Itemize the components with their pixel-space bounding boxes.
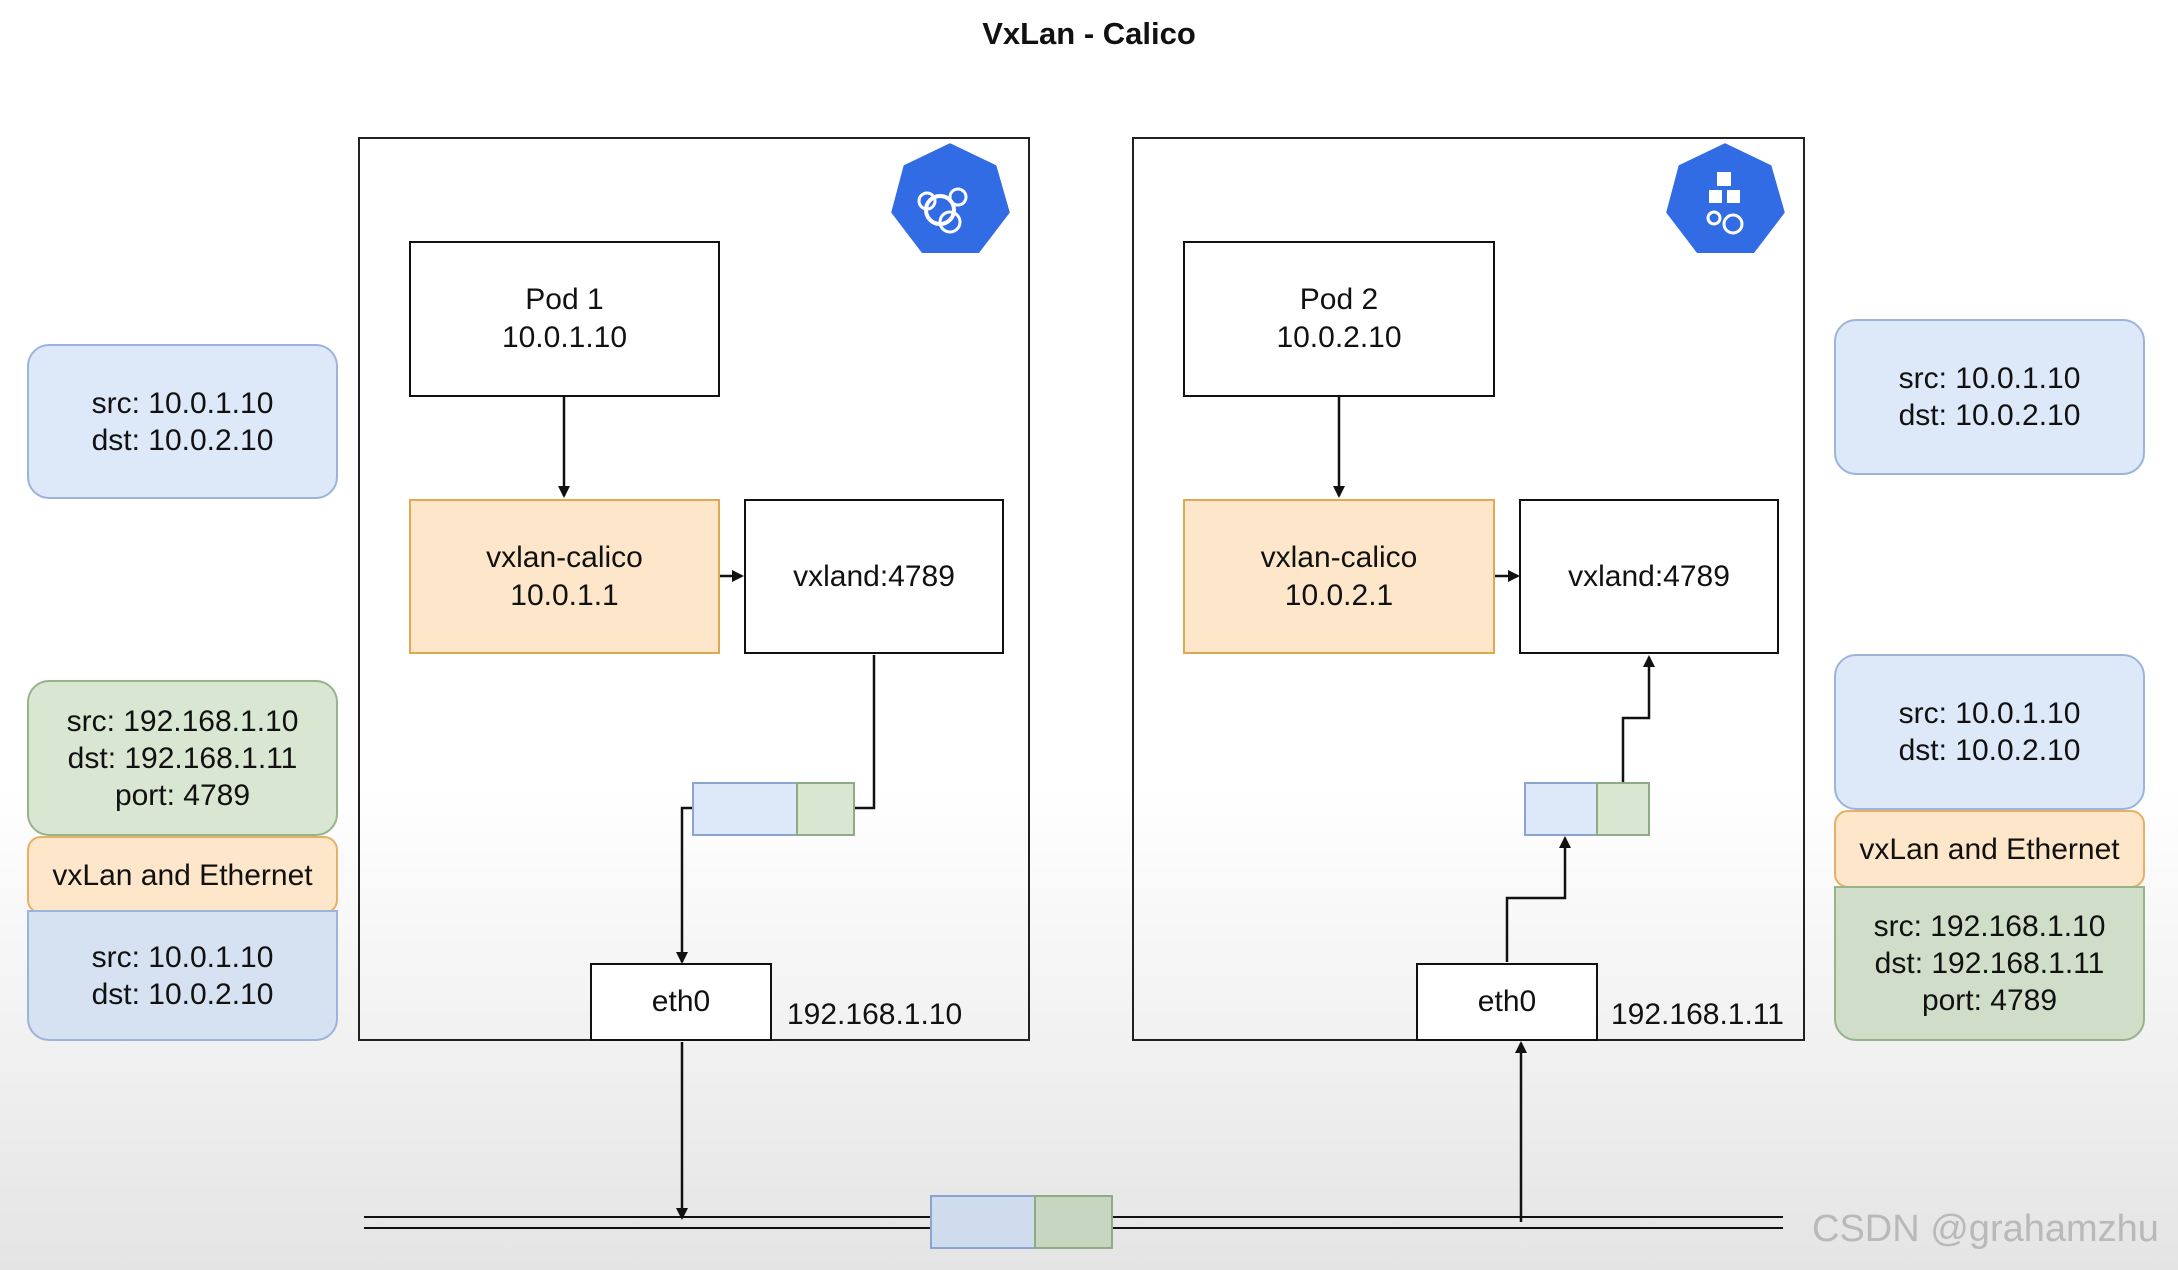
right-outer-port: port: 4789 [1921, 984, 2058, 1017]
pod1-name: Pod 1 [525, 283, 604, 316]
node-vxlan-calico-name: vxlan-calico [1260, 540, 1418, 574]
left-outer-port: port: 4789 [114, 778, 251, 812]
k8s-master-icon [886, 138, 1015, 257]
node-badge-label: node [1699, 252, 1751, 278]
node-eth0-box: eth0 [1416, 963, 1598, 1041]
right-inner2-dst: dst: 10.0.2.10 [1898, 734, 2081, 767]
pod2-box: Pod 2 10.0.2.10 [1183, 241, 1495, 397]
arrow-packet-to-vxland-node [1621, 655, 1655, 782]
right-outer-packet: src: 192.168.1.10 dst: 192.168.1.11 port… [1834, 886, 2145, 1041]
master-packet-blue [692, 782, 798, 836]
node-packet-blue [1524, 782, 1598, 836]
left-inner2-dst: dst: 10.0.2.10 [91, 977, 274, 1011]
right-inner2-src: src: 10.0.1.10 [1898, 697, 2081, 730]
node-vxlan-calico-box: vxlan-calico 10.0.2.1 [1183, 499, 1495, 654]
right-inner-src: src: 10.0.1.10 [1898, 362, 2081, 395]
master-host-ip: 192.168.1.10 [787, 998, 963, 1031]
left-inner-packet: src: 10.0.1.10 dst: 10.0.2.10 [27, 344, 338, 499]
wire-packet-blue [930, 1195, 1036, 1249]
left-vxlan-label: vxLan and Ethernet [27, 836, 338, 914]
master-eth0-label: eth0 [651, 985, 711, 1018]
wire-packet-green [1034, 1195, 1113, 1249]
watermark: CSDN @grahamzhu [1812, 1208, 2159, 1250]
left-inner2-src: src: 10.0.1.10 [91, 940, 274, 974]
node-vxland-label: vxland:4789 [1568, 559, 1730, 593]
k8s-node-icon [1661, 138, 1790, 257]
left-inner-src: src: 10.0.1.10 [91, 386, 274, 420]
left-outer-packet: src: 192.168.1.10 dst: 192.168.1.11 port… [27, 680, 338, 836]
pod2-ip: 10.0.2.10 [1276, 321, 1402, 354]
arrow-eth0-to-packet-node [1505, 836, 1571, 962]
master-vxlan-calico-ip: 10.0.1.1 [510, 578, 619, 612]
pod1-box: Pod 1 10.0.1.10 [409, 241, 720, 397]
right-inner-dst: dst: 10.0.2.10 [1898, 399, 2081, 432]
master-vxland-label: vxland:4789 [793, 559, 955, 593]
right-vxlan-label: vxLan and Ethernet [1834, 810, 2145, 888]
node-vxland-box: vxland:4789 [1519, 499, 1779, 654]
left-inner-packet-2: src: 10.0.1.10 dst: 10.0.2.10 [27, 910, 338, 1041]
left-outer-dst: dst: 192.168.1.11 [67, 741, 298, 775]
left-outer-src: src: 192.168.1.10 [66, 704, 299, 738]
pod1-ip: 10.0.1.10 [501, 321, 628, 354]
node-packet-green [1596, 782, 1650, 836]
node-vxlan-calico-ip: 10.0.2.1 [1284, 578, 1394, 612]
master-packet-green [796, 782, 855, 836]
master-vxlan-calico-name: vxlan-calico [486, 540, 643, 574]
master-vxland-box: vxland:4789 [744, 499, 1004, 654]
node-eth0-label: eth0 [1477, 985, 1537, 1018]
node-host-ip: 192.168.1.11 [1611, 998, 1784, 1031]
left-inner-dst: dst: 10.0.2.10 [91, 423, 274, 457]
right-outer-dst: dst: 192.168.1.11 [1874, 947, 2105, 980]
master-vxlan-calico-box: vxlan-calico 10.0.1.1 [409, 499, 720, 654]
pod2-name: Pod 2 [1299, 283, 1379, 316]
right-inner-packet-2: src: 10.0.1.10 dst: 10.0.2.10 [1834, 654, 2145, 810]
master-badge-label: master [914, 252, 986, 278]
diagram-title: VxLan - Calico [982, 16, 1196, 51]
master-eth0-box: eth0 [590, 963, 772, 1041]
right-outer-src: src: 192.168.1.10 [1873, 910, 2106, 943]
right-inner-packet: src: 10.0.1.10 dst: 10.0.2.10 [1834, 319, 2145, 475]
